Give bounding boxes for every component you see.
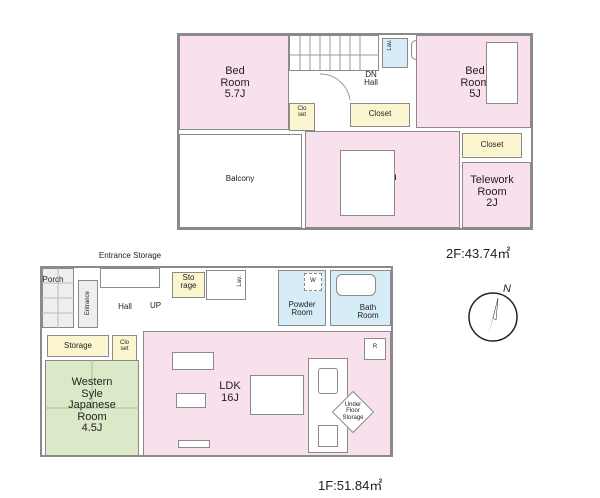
entrance: [78, 280, 98, 328]
closet-2f-mid-label: Closet: [368, 109, 392, 118]
bed-icon: [486, 42, 518, 104]
stove-icon: [318, 425, 338, 447]
washer-label: W: [310, 278, 316, 284]
closet-1f-label: Clo set: [119, 340, 129, 353]
porch-label: Porch: [42, 275, 64, 284]
storage-under-stairs: [172, 272, 205, 298]
closet-2f-right: [462, 133, 522, 158]
closet-2f-mid: [350, 103, 410, 127]
staircase-2f: [289, 35, 379, 71]
western-style-japanese-room-label: Western Syle Japanese Room 4.5J: [68, 376, 116, 435]
stairs-up-label: UP: [149, 301, 162, 310]
first-floor-area: 1F:51.84㎡: [318, 478, 383, 493]
under-floor-storage-label: Under Floor Storage: [342, 402, 364, 421]
bed-icon: [340, 150, 395, 216]
compass-north-label: N: [503, 283, 511, 295]
balcony: [179, 134, 302, 228]
closet-2f-small: [289, 103, 315, 131]
tv-board-icon: [176, 393, 206, 408]
closet-2f-right-label: Closet: [480, 140, 504, 149]
bedroom-5-7j-label: Bed Room 5.7J: [220, 65, 250, 101]
fridge-label: R: [372, 344, 378, 350]
balcony-label: Balcony: [225, 174, 255, 183]
entrance-storage: [100, 268, 160, 288]
sink-icon: [318, 368, 338, 394]
compass: N: [466, 283, 520, 344]
sofa-icon: [172, 352, 214, 370]
compass-icon: [468, 292, 518, 342]
storage-1f-label: Storage: [63, 341, 93, 350]
toilet: [206, 270, 246, 300]
bedroom-5j-label: Bed Room 5J: [460, 65, 490, 101]
closet-2f-small-label: Clo set: [297, 106, 307, 119]
ldk-label: LDK 16J: [219, 380, 241, 404]
floor-heater-icon: [178, 440, 210, 448]
hall-1f-label: Hall: [118, 302, 132, 311]
bath-room-label: Bath Room: [357, 303, 379, 321]
lavatory-2f: [382, 38, 408, 68]
hall-2f-label: DN Hall: [364, 70, 378, 88]
washer-icon: [304, 273, 322, 291]
fridge-icon: [364, 338, 386, 360]
storage-1f: [47, 335, 109, 357]
bedroom-5-7j: [179, 35, 289, 130]
entrance-storage-label: Entrance Storage: [98, 251, 162, 260]
second-floor-area: 2F:43.74㎡: [446, 246, 511, 261]
bathtub-icon: [336, 274, 376, 296]
telework-room: [462, 162, 531, 228]
storage-under-stairs-label: Sto rage: [180, 273, 197, 291]
powder-room-label: Powder Room: [288, 300, 316, 318]
telework-room-label: Telework Room 2J: [470, 174, 514, 210]
dining-table-icon: [250, 375, 304, 415]
